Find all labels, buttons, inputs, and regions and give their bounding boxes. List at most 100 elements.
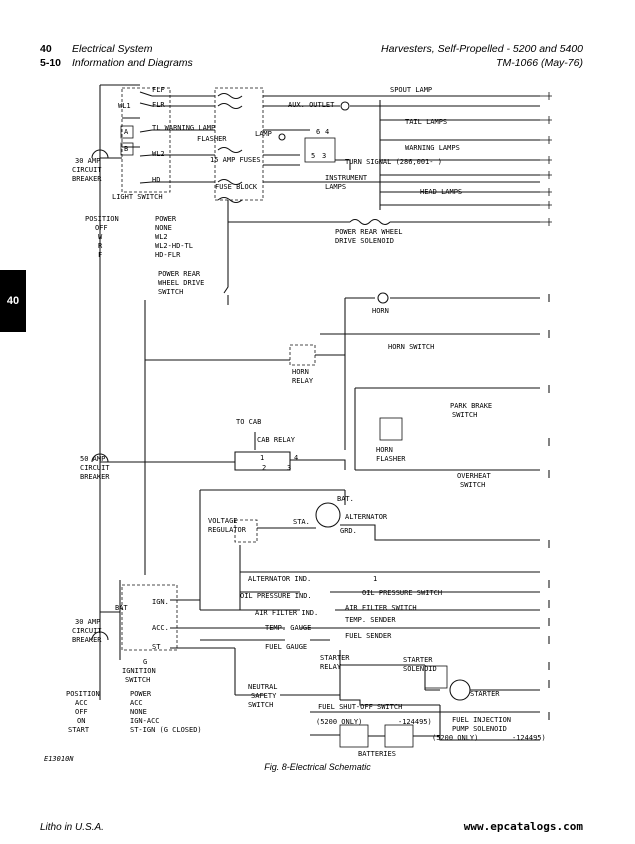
label-oil-ind: OIL PRESSURE IND. bbox=[240, 592, 312, 600]
voltage-regulator-box bbox=[234, 519, 258, 543]
label-fuse-block: FUSE BLOCK bbox=[215, 183, 258, 191]
label-tl-warning: TL WARNING LAMP bbox=[152, 124, 216, 132]
label-fuel-gauge: FUEL GAUGE bbox=[265, 643, 308, 651]
label-prwd-sol: POWER REAR WHEEL bbox=[335, 228, 403, 236]
label-lamp: LAMP bbox=[255, 130, 272, 138]
label-neutral-2: SAFETY bbox=[251, 692, 277, 700]
label-horn-flasher-2: FLASHER bbox=[376, 455, 406, 463]
label-flasher: FLASHER bbox=[197, 135, 227, 143]
label-horn-relay: HORN bbox=[292, 368, 309, 376]
horn-flasher-box bbox=[379, 417, 403, 441]
label-wl1: WL1 bbox=[118, 102, 131, 110]
ign-row-3-pos: ON bbox=[77, 717, 86, 725]
figure-caption: Fig. 8-Electrical Schematic bbox=[264, 762, 371, 772]
document-title: Harvesters, Self-Propelled - 5200 and 54… bbox=[381, 43, 583, 55]
label-wl2: WL2 bbox=[152, 150, 165, 158]
label-horn-flasher: HORN bbox=[376, 446, 393, 454]
label-sta: STA. bbox=[293, 518, 310, 526]
ign-row-1-pos: ACC bbox=[75, 699, 88, 707]
label-fuel-sender: FUEL SENDER bbox=[345, 632, 392, 640]
label-124495-2: -124495) bbox=[512, 734, 546, 742]
label-circuit-2: CIRCUIT bbox=[72, 627, 102, 635]
ign-row-4-pow: ST-IGN (G CLOSED) bbox=[130, 726, 202, 734]
label-n4: 4 bbox=[325, 128, 330, 136]
label-overheat-2: SWITCH bbox=[460, 481, 486, 489]
label-horn: HORN bbox=[372, 307, 389, 315]
label-instrument: INSTRUMENT bbox=[325, 174, 368, 182]
light-row-4-pow: HD-FLR bbox=[155, 251, 181, 259]
label-50amp-2: CIRCUIT bbox=[80, 464, 110, 472]
label-n3: 3 bbox=[322, 152, 327, 160]
label-ign: IGN. bbox=[152, 598, 169, 606]
label-ign-sw-2: SWITCH bbox=[125, 676, 151, 684]
label-warning-lamps: WARNING LAMPS bbox=[405, 144, 460, 152]
light-row-1-pow: NONE bbox=[155, 224, 172, 232]
light-table-col1: POSITION bbox=[85, 215, 119, 223]
document-code: TM-1066 (May-76) bbox=[496, 57, 583, 69]
ign-row-3-pow: IGN-ACC bbox=[130, 717, 160, 725]
label-breaker-2: BREAKER bbox=[72, 636, 102, 644]
label-to-cab: TO CAB bbox=[236, 418, 262, 426]
subpage-number: 5-10 bbox=[40, 57, 62, 69]
ign-table-col1: POSITION bbox=[66, 690, 100, 698]
label-tail-lamps: TAIL LAMPS bbox=[405, 118, 448, 126]
ign-row-1-pow: ACC bbox=[130, 699, 143, 707]
label-volt-reg: VOLTAGE bbox=[208, 517, 238, 525]
label-r2: 2 bbox=[262, 464, 267, 472]
label-a: A bbox=[124, 128, 129, 136]
light-switch-box bbox=[121, 87, 171, 193]
label-neutral-3: SWITCH bbox=[248, 701, 274, 709]
label-spout-lamp: SPOUT LAMP bbox=[390, 86, 433, 94]
label-30amp-2: 30 AMP bbox=[75, 618, 101, 626]
label-ign-sw: IGNITION bbox=[122, 667, 156, 675]
label-r1: 1 bbox=[260, 454, 265, 462]
label-50amp-3: BREAKER bbox=[80, 473, 110, 481]
label-grd: GRD. bbox=[340, 527, 357, 535]
horn-relay-box bbox=[289, 344, 316, 366]
label-temp-sender: TEMP. SENDER bbox=[345, 616, 396, 624]
figure-code: E13010N bbox=[44, 755, 74, 763]
label-fuel-inj: FUEL INJECTION bbox=[452, 716, 512, 724]
label-one: 1 bbox=[373, 575, 378, 583]
label-prwd-sw-2: WHEEL DRIVE bbox=[158, 279, 205, 287]
label-oil-sw: OIL PRESSURE SWITCH bbox=[362, 589, 443, 597]
label-acc: ACC. bbox=[152, 624, 169, 632]
label-b: B bbox=[124, 145, 129, 153]
label-batteries: BATTERIES bbox=[358, 750, 396, 758]
light-row-1-pos: OFF bbox=[95, 224, 108, 232]
label-flf: FLF bbox=[152, 86, 165, 94]
label-r4: 4 bbox=[294, 454, 299, 462]
label-alternator: ALTERNATOR bbox=[345, 513, 388, 521]
label-air-sw: AIR FILTER SWITCH bbox=[345, 604, 417, 612]
label-5200-only: (5200 ONLY) bbox=[316, 718, 363, 726]
label-instrument-lamps: LAMPS bbox=[325, 183, 347, 191]
horn-symbol bbox=[377, 292, 389, 304]
section-tab: 40 bbox=[0, 270, 26, 332]
light-row-2-pos: W bbox=[98, 233, 103, 241]
label-fuses: 15 AMP FUSES bbox=[210, 156, 261, 164]
label-breaker-1: BREAKER bbox=[72, 175, 102, 183]
label-124495: -124495) bbox=[398, 718, 432, 726]
label-overheat: OVERHEAT bbox=[457, 472, 491, 480]
label-head-lamps: HEAD LAMPS bbox=[420, 188, 463, 196]
label-volt-reg-2: REGULATOR bbox=[208, 526, 246, 534]
label-circuit-1: CIRCUIT bbox=[72, 166, 102, 174]
ignition-switch-box bbox=[121, 584, 178, 651]
label-horn-switch: HORN SWITCH bbox=[388, 343, 435, 351]
label-starter: STARTER bbox=[470, 690, 500, 698]
label-30amp-1: 30 AMP bbox=[75, 157, 101, 165]
page-number: 40 bbox=[40, 43, 52, 55]
label-bat-alt: BAT. bbox=[337, 495, 354, 503]
light-row-3-pos: R bbox=[98, 242, 103, 250]
ign-row-2-pow: NONE bbox=[130, 708, 147, 716]
label-bat: BAT bbox=[115, 604, 128, 612]
ign-table-col2: POWER bbox=[130, 690, 152, 698]
label-cab-relay: CAB RELAY bbox=[257, 436, 295, 444]
label-starter-relay: STARTER bbox=[320, 654, 350, 662]
label-50amp: 50 AMP bbox=[80, 455, 106, 463]
label-aux-outlet: AUX. OUTLET bbox=[288, 101, 335, 109]
ign-row-2-pos: OFF bbox=[75, 708, 88, 716]
label-air-ind: AIR FILTER IND. bbox=[255, 609, 319, 617]
